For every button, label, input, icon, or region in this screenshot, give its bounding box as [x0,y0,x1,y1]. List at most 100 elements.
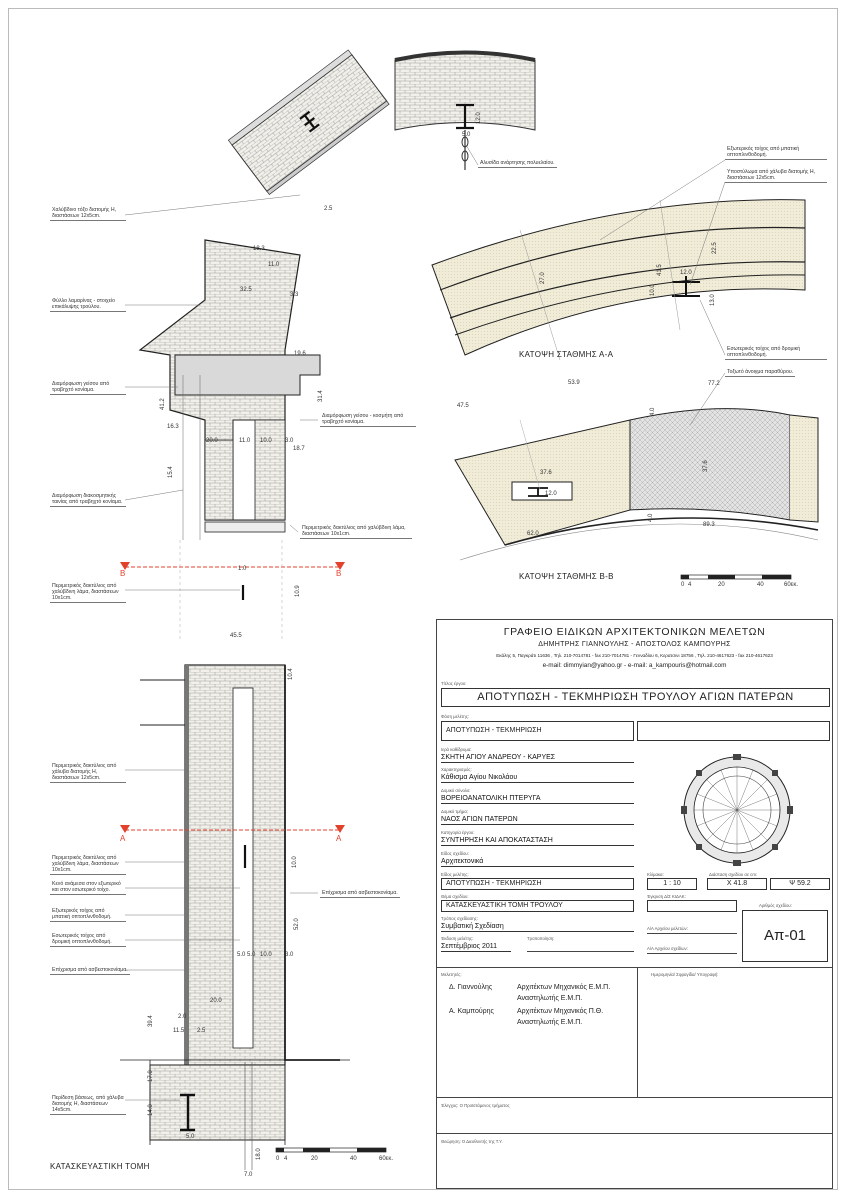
dim-label: 12.0 [545,491,557,497]
plan-a-a [431,199,806,361]
dim-label: 20.0 [206,438,218,444]
category-value: ΣΥΝΤΗΡΗΣΗ ΚΑΙ ΑΠΟΚΑΤΑΣΤΑΣΗ [441,836,634,846]
approve-label: Θεώρηση: Ο Διευθυντής της Τ.Υ. [441,1139,503,1144]
dim-label: 10.0 [260,952,272,958]
wing-label: Δομικό σύνολο: [441,788,471,793]
scale-label: 4 [688,582,692,588]
scale-bar-lower [275,1147,387,1153]
note-ring-flat-c: Περιμετρικός δακτύλιος από χαλύβδινη λάμ… [50,854,126,875]
scale-label: 4 [284,1156,288,1162]
note-outer-arch: Εξωτερικός τοίχος από μπατική οπτοπλινθο… [725,145,827,160]
scale-label: 0 [276,1156,280,1162]
type-value: Αρχιτεκτονικά [441,857,634,867]
dim-label: 52.0 [294,918,300,930]
sign-label: Ημερομηνία/ Σφραγίδα/ Υπογραφή: [651,972,719,977]
dim-label: 5.0 [186,1134,195,1140]
scale-label: 0 [681,582,685,588]
team2-name: Α. Καμπούρης [449,1008,494,1015]
divider [437,1133,832,1134]
dim-label: 10.0 [650,284,656,296]
caption-section: ΚΑΤΑΣΚΕΥΑΣΤΙΚΗ ΤΟΜΗ [50,1162,150,1171]
team1-name: Δ. Γιαννούλης [449,984,493,991]
dim-label: 18.3 [253,246,265,252]
dim-label: 3.0 [285,952,294,958]
team2-role2: Αναστηλωτής Ε.Μ.Π. [517,1019,583,1026]
dim-label: 77.2 [708,381,720,387]
dim-label: 47.5 [457,403,469,409]
note-plaster: Επίχρισμα από ασβεστοκονίαμα. [50,966,130,975]
dim-label: 10.4 [288,668,294,680]
dim-label: 5.0 [237,952,246,958]
dim-label: 10.9 [295,585,301,597]
project-label: Τίτλος έργου: [441,681,467,686]
dim-label: 7.0 [244,1172,253,1178]
dim-label: 41.2 [160,398,166,410]
dim-label: 10.0 [292,856,298,868]
dim-label: 12.0 [680,270,692,276]
revision-label: Τροποποίηση: [527,936,555,941]
dim-label: 18.0 [256,1148,262,1160]
note-window: Τοξωτό άνοιγμα παραθύρου. [725,369,796,377]
kind-label: Είδος μελέτης: [441,872,469,877]
dim-label: 19.6 [294,351,306,357]
drawing-mode-label: Τρόπος σχεδίασης: [441,916,478,921]
dim-label: 3.0 [285,438,294,444]
dim-label: 2.5 [324,206,333,212]
wing-value: ΒΟΡΕΙΟΑΝΑΤΟΛΙΚΗ ΠΤΕΡΥΓΑ [441,794,634,804]
type-label: Είδος σχεδίου: [441,851,469,856]
size-y: Ψ 59.2 [770,878,830,890]
office-partners: ΔΗΜΗΤΡΗΣ ΓΙΑΝΝΟΥΛΗΣ - ΑΠΟΣΤΟΛΟΣ ΚΑΜΠΟΥΡΗ… [538,641,731,648]
team-label: Μελετητές: [441,972,462,977]
scale-label: 60εκ. [379,1156,394,1162]
dim-label: 2.5 [197,1028,206,1034]
dim-label: 31.4 [318,390,324,402]
note-ring-h: Περιμετρικός δακτύλιος από χάλυβα διατομ… [50,762,126,783]
note-cornice: Διαμόρφωση γείσου από τραβηχτό κονίαμα. [50,380,126,395]
kind-value: ΑΠΟΤΥΠΩΣΗ - ΤΕΚΜΗΡΙΩΣΗ [441,878,634,890]
dim-label: 5.0 [462,132,471,138]
scale-label: 40 [350,1156,357,1162]
size-label: Διάσταση σχεδίου σε cm: [709,872,758,877]
dim-label: 62.0 [527,531,539,537]
check-label: Έλεγχος: Ο Προϊστάμενος τμήματος [441,1103,510,1108]
dim-label: 15.4 [168,466,174,478]
phase-blank-box [637,721,830,741]
note-metal-sheet: Φύλλο λαμαρίνας - στοιχείο επικάλυψης τρ… [50,297,126,312]
drawing-number: Απ-01 [742,910,828,962]
dim-label: 2.0 [178,1014,187,1020]
dim-label: 14.0 [148,1104,154,1116]
upper-section [138,239,321,540]
team1-role1: Αρχιτέκτων Μηχανικός Ε.Μ.Π. [517,984,611,991]
scale-label: Κλίμακα: [647,872,664,877]
dim-label: 53.9 [568,380,580,386]
drawing-mode-value: Συμβατική Σχεδίαση [441,922,634,932]
plan-b-b [454,408,819,561]
dim-label: 4.0 [648,513,654,522]
dim-label: 41.5 [657,264,663,276]
dim-label: 45.5 [230,633,242,639]
note-cornice-cover: Διαμόρφωση γείσου - κοσμήτη από τραβηχτό… [320,412,416,427]
size-x: Χ 41.8 [707,878,767,890]
dim-label: 3.3 [290,292,299,298]
leader-lines [124,144,726,1101]
marker-a-right: Α [336,834,342,843]
divider [437,967,832,968]
team1-role2: Αναστηλωτής Ε.Μ.Π. [517,995,583,1002]
note-void: Κενό ανάμεσα στον εξωτερικό και στον εσω… [50,880,126,895]
location-label: Χαρακτηρισμός: [441,767,472,772]
drawing-title-label: Θέμα σχεδίου: [441,894,469,899]
divider [637,967,638,1097]
office-name: ΓΡΑΦΕΙΟ ΕΙΔΙΚΩΝ ΑΡΧΙΤΕΚΤΟΝΙΚΩΝ ΜΕΛΕΤΩΝ [503,626,766,638]
revision-line [527,951,634,952]
dim-label: 20.0 [210,998,222,1004]
dim-label: 17.0 [148,1070,154,1082]
building-value: ΝΑΟΣ ΑΓΙΩΝ ΠΑΤΕΡΩΝ [441,815,634,825]
dim-label: 11.0 [268,262,280,268]
building-label: Δομικό τμήμα: [441,809,469,814]
team2-role1: Αρχιτέκτων Μηχανικός Π.Θ. [517,1008,604,1015]
project-title: ΑΠΟΤΥΠΩΣΗ - ΤΕΚΜΗΡΙΩΣΗ ΤΡΟΥΛΟΥ ΑΓΙΩΝ ΠΑΤ… [441,688,830,707]
dim-label: 4.0 [650,407,656,416]
note-chain: Αλυσίδα ανάρτησης πολυελαίου. [478,160,557,168]
dim-label: 37.6 [540,470,552,476]
